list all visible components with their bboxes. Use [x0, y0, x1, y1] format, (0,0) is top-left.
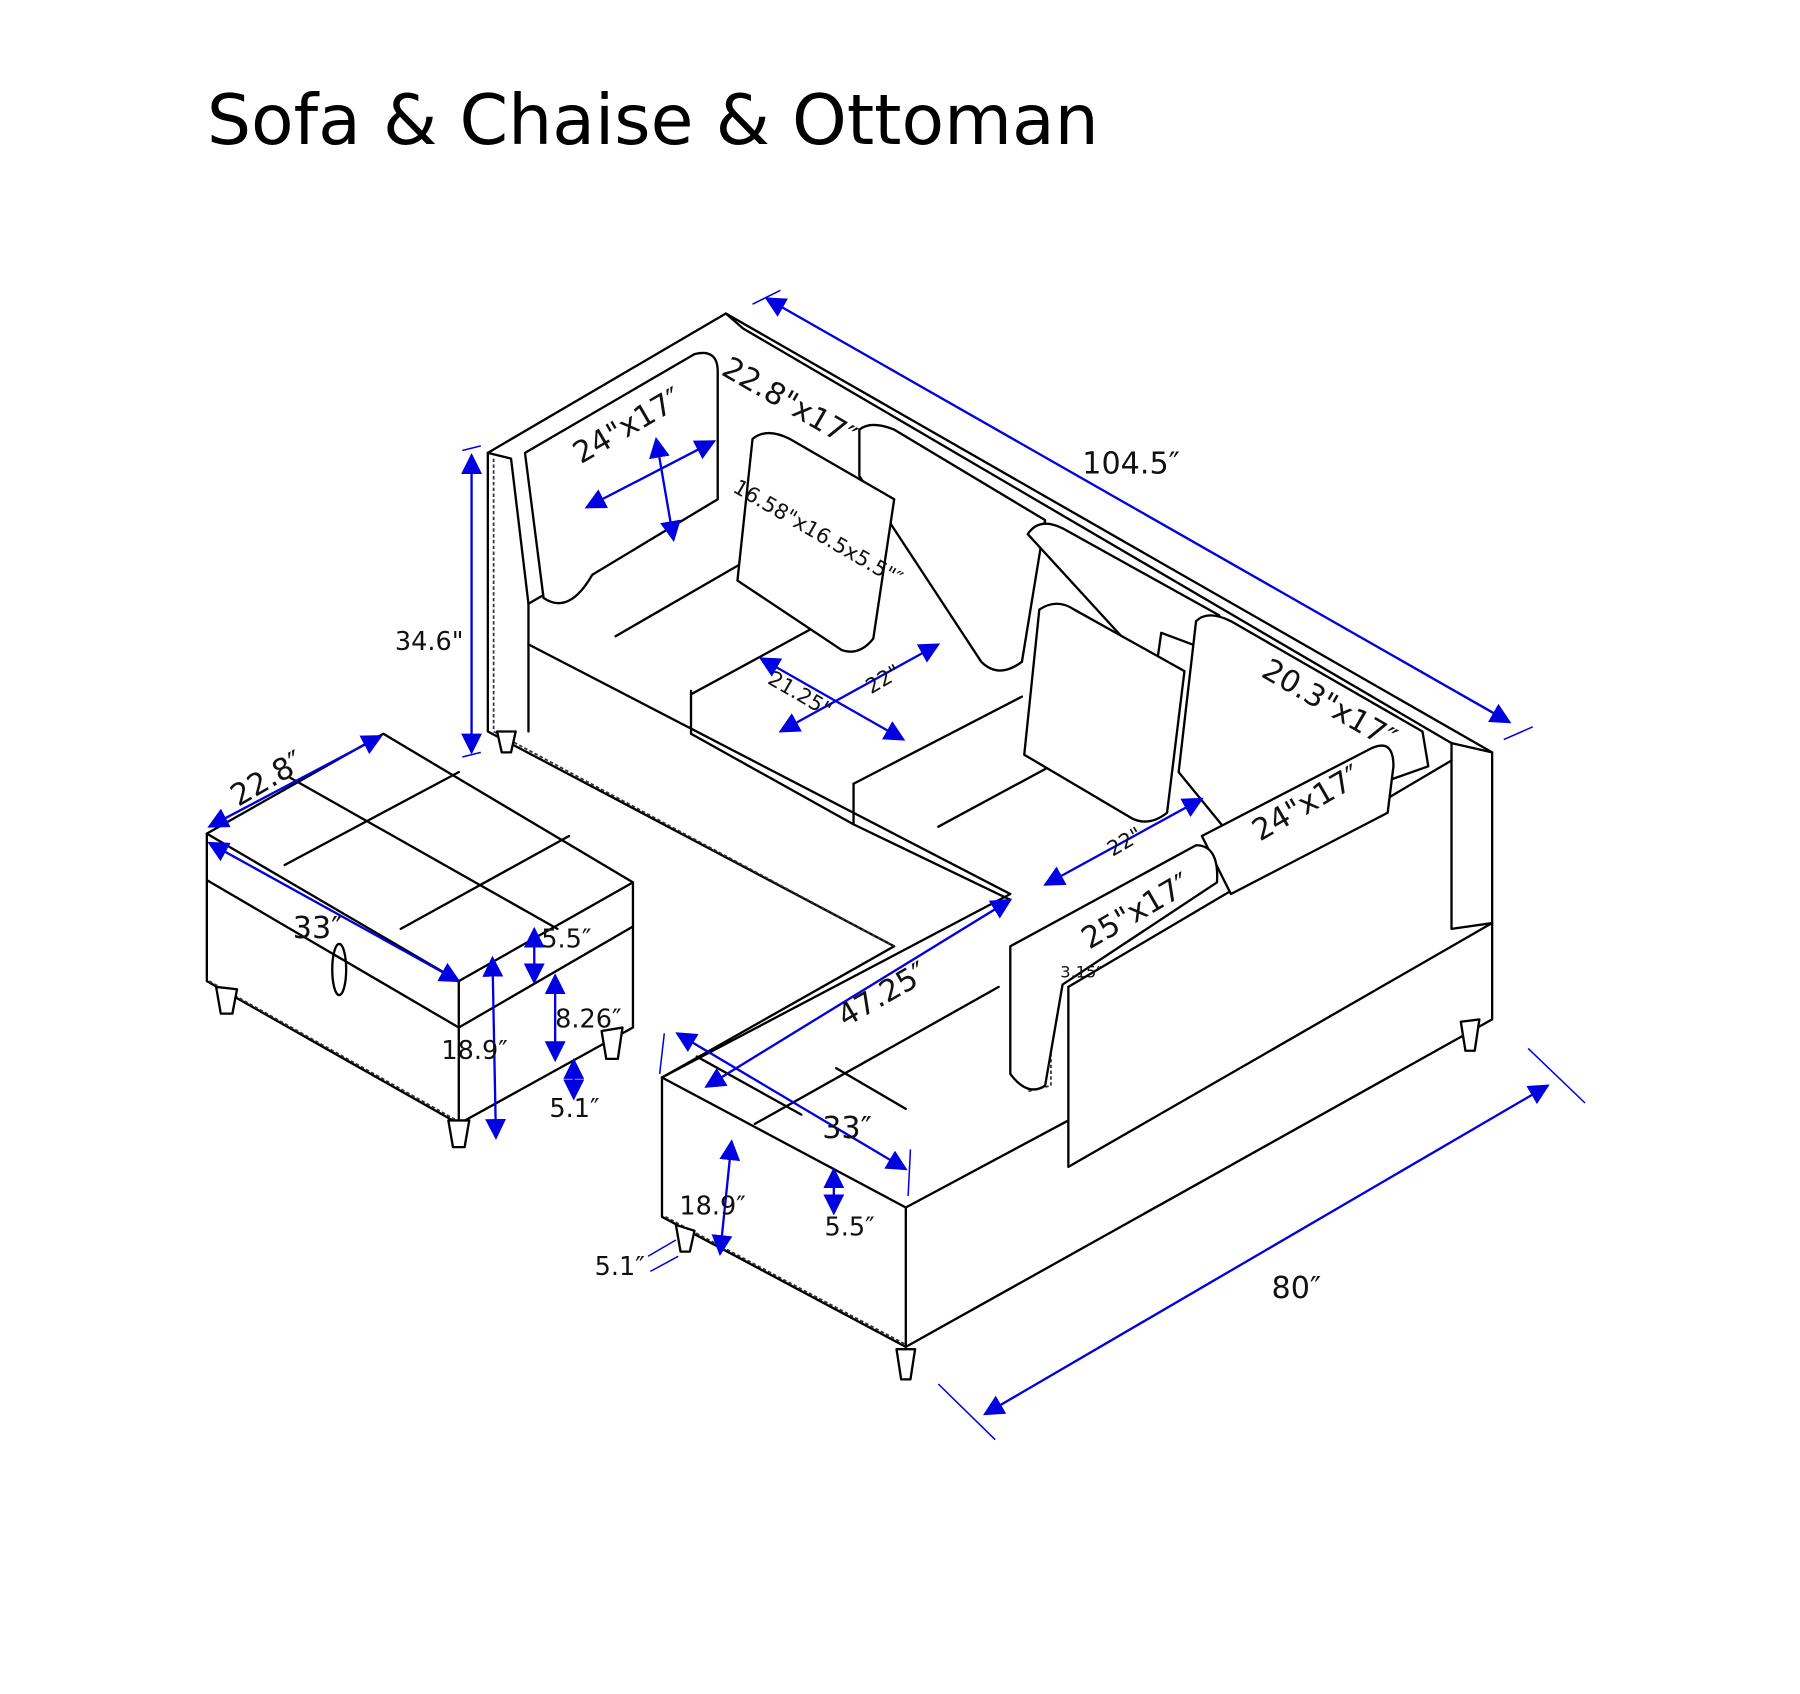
dimension-lines — [207, 289, 1586, 1441]
ottoman-leg-label: 5.1″ — [549, 1094, 599, 1124]
ottoman-box-label: 8.26″ — [555, 1005, 621, 1035]
ottoman-length-label: 33″ — [293, 911, 343, 946]
height-label: 34.6" — [395, 627, 464, 657]
chaise-height-label: 18.9″ — [679, 1191, 745, 1221]
chaise-leg-label: 5.1″ — [595, 1252, 645, 1282]
chaise-width-label: 33″ — [822, 1111, 872, 1146]
diagram-title: Sofa & Chaise & Ottoman — [207, 80, 1099, 161]
chaise-cushion-label: 5.5″ — [825, 1212, 875, 1242]
overall-length-label: 104.5″ — [1082, 447, 1180, 482]
arm-width-label: 3.15″ — [1060, 963, 1102, 982]
sectional-sofa — [486, 312, 1494, 1381]
overall-depth-label: 80″ — [1272, 1271, 1322, 1306]
ottoman-height-label: 18.9″ — [441, 1036, 507, 1066]
ottoman-cushion-label: 5.5″ — [541, 924, 591, 954]
